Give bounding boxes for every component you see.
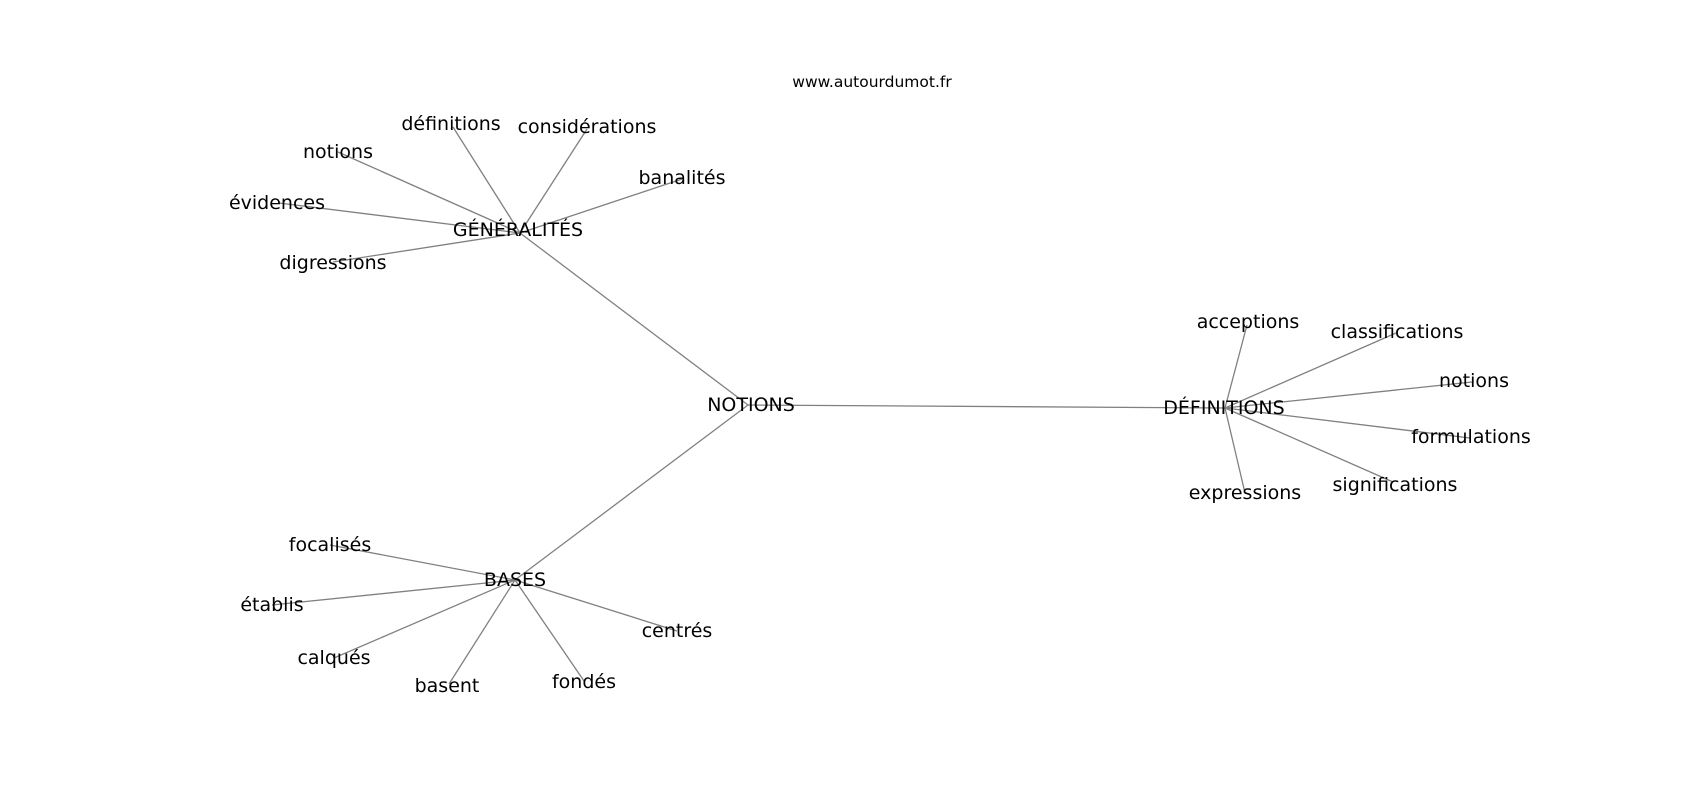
node-word-notions[interactable]: notions xyxy=(303,141,373,163)
edge-generalites-considerations xyxy=(519,128,588,234)
edge-bases-etablis xyxy=(271,579,516,606)
edge-bases-basent xyxy=(448,579,516,685)
node-word-fondes[interactable]: fondés xyxy=(552,671,616,693)
node-word-focalises[interactable]: focalisés xyxy=(289,534,371,556)
edge-definitions-expressions xyxy=(1224,407,1246,494)
edge-bases-centres xyxy=(514,579,678,632)
node-word-basent[interactable]: basent xyxy=(415,675,480,697)
node-group-generalites[interactable]: GÉNÉRALITÉS xyxy=(453,218,583,241)
edge-generalites-digressions xyxy=(332,232,521,263)
edge-center-generalites xyxy=(519,232,749,406)
node-word-evidences[interactable]: évidences xyxy=(229,192,325,214)
node-word-significations[interactable]: significations xyxy=(1333,474,1458,496)
edge-generalites-definitions xyxy=(452,126,521,234)
edge-definitions-classifications xyxy=(1224,332,1397,409)
edge-definitions-formulations xyxy=(1224,407,1471,439)
edge-generalites-evidences xyxy=(278,202,521,234)
edge-bases-calques xyxy=(333,579,516,659)
edge-bases-focalises xyxy=(329,544,516,581)
graph-edges xyxy=(271,126,1473,685)
node-word-banalites[interactable]: banalités xyxy=(639,167,726,189)
edge-generalites-banalites xyxy=(519,178,683,234)
edge-definitions-acceptions xyxy=(1224,324,1248,409)
node-word-digressions[interactable]: digressions xyxy=(279,252,386,274)
node-word-classifications[interactable]: classifications xyxy=(1331,321,1464,343)
node-word-notions-2[interactable]: notions xyxy=(1439,370,1509,392)
node-word-considerations[interactable]: considérations xyxy=(518,116,657,138)
node-center[interactable]: NOTIONS xyxy=(707,394,795,416)
edge-definitions-significations xyxy=(1224,407,1394,483)
node-group-bases[interactable]: BASES xyxy=(484,569,546,591)
node-word-acceptions[interactable]: acceptions xyxy=(1197,311,1300,333)
edge-center-definitions xyxy=(747,404,1226,409)
node-word-calques[interactable]: calqués xyxy=(297,647,370,669)
edge-bases-fondes xyxy=(514,579,585,682)
site-url: www.autourdumot.fr xyxy=(792,73,952,91)
node-word-centres[interactable]: centrés xyxy=(642,620,713,642)
edge-center-bases xyxy=(514,404,749,581)
edge-generalites-notions xyxy=(337,151,521,234)
node-group-definitions[interactable]: DÉFINITIONS xyxy=(1163,396,1284,419)
edge-definitions-notions xyxy=(1224,381,1473,409)
node-word-definitions[interactable]: définitions xyxy=(401,113,500,135)
node-word-etablis[interactable]: établis xyxy=(240,594,303,616)
node-word-expressions[interactable]: expressions xyxy=(1189,482,1301,504)
node-word-formulations[interactable]: formulations xyxy=(1411,426,1531,448)
